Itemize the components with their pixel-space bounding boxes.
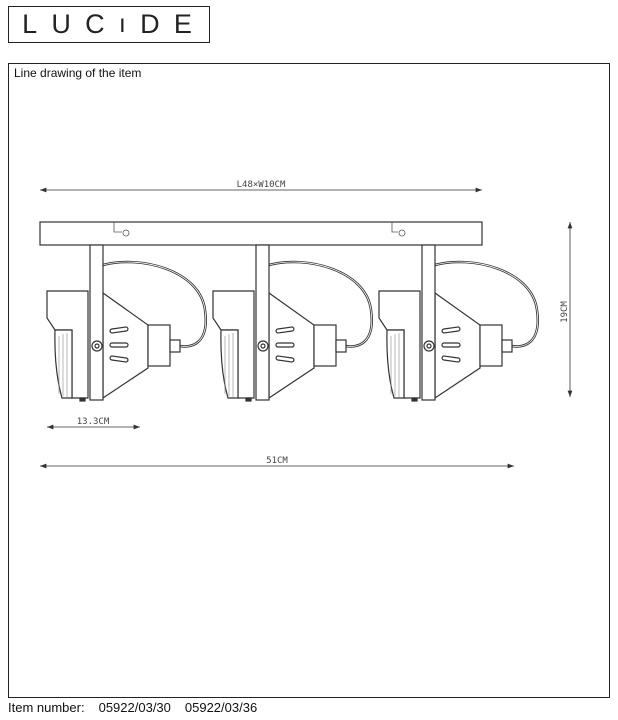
height-label: 19CM	[560, 301, 570, 323]
logo-letter: E	[173, 9, 196, 39]
logo-letter: C	[85, 9, 109, 39]
logo-letter: ı	[118, 10, 130, 38]
logo-letter: D	[140, 9, 164, 39]
spotlight-1	[45, 243, 208, 403]
spotlight-2	[211, 243, 374, 403]
logo-letter: L	[22, 9, 42, 39]
spotlight-3	[377, 243, 540, 403]
screw-icons	[113, 222, 406, 237]
drawing-caption: Line drawing of the item	[14, 66, 142, 80]
mounting-bar	[39, 221, 483, 246]
length-width-label: L48×W10CM	[237, 180, 286, 190]
item-number-label: Item number:	[8, 700, 85, 715]
item-number: 05922/03/30	[98, 700, 171, 715]
depth-label: 13.3CM	[77, 417, 110, 427]
drawing-frame: Line drawing of the item	[8, 63, 610, 698]
brand-logo: L U C ı D E	[8, 6, 210, 43]
total-length-label: 51CM	[266, 456, 288, 466]
item-numbers: Item number: 05922/03/30 05922/03/36	[8, 700, 271, 715]
item-number: 05922/03/36	[184, 700, 258, 715]
logo-letter: U	[51, 9, 75, 39]
